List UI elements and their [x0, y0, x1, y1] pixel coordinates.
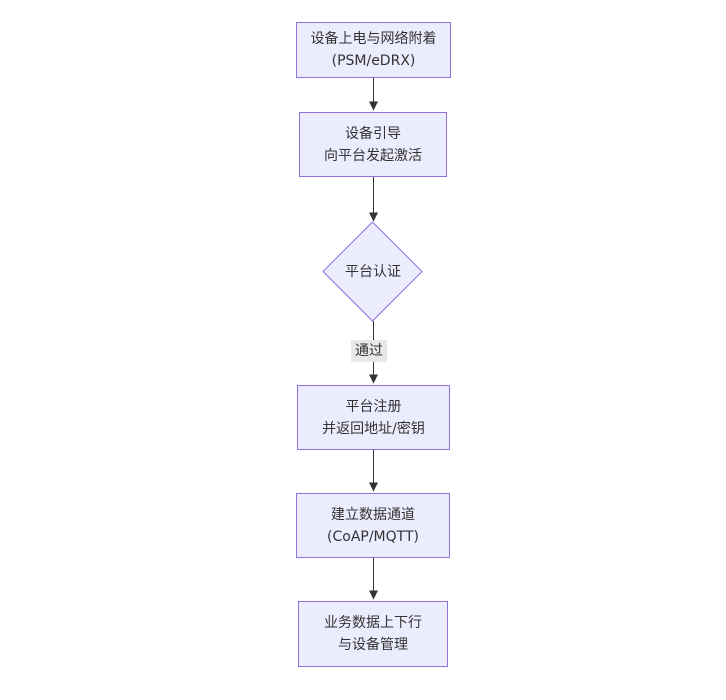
- node-label-line: 平台注册: [345, 398, 402, 415]
- node-label-line: 设备上电与网络附着: [310, 31, 437, 47]
- node-label-line: 设备引导: [345, 125, 401, 142]
- node-device-bootstrap: 设备引导 向平台发起激活: [299, 112, 447, 177]
- node-platform-register: 平台注册 并返回地址/密钥: [297, 385, 450, 450]
- node-label-line: 向平台发起激活: [324, 147, 422, 164]
- node-power-network-attach: 设备上电与网络附着 (PSM/eDRX): [296, 22, 451, 78]
- node-label-line: (PSM/eDRX): [331, 53, 416, 69]
- node-label-line: 与设备管理: [338, 637, 408, 653]
- node-business-data: 业务数据上下行 与设备管理: [298, 601, 448, 667]
- node-label-line: (CoAP/MQTT): [327, 528, 419, 545]
- node-label-line: 业务数据上下行: [324, 615, 422, 631]
- node-label-line: 平台认证: [345, 264, 401, 280]
- edge-label-pass: 通过: [351, 340, 387, 362]
- node-label-line: 建立数据通道: [331, 506, 415, 523]
- node-data-channel: 建立数据通道 (CoAP/MQTT): [296, 493, 450, 558]
- node-label-line: 并返回地址/密钥: [322, 420, 425, 437]
